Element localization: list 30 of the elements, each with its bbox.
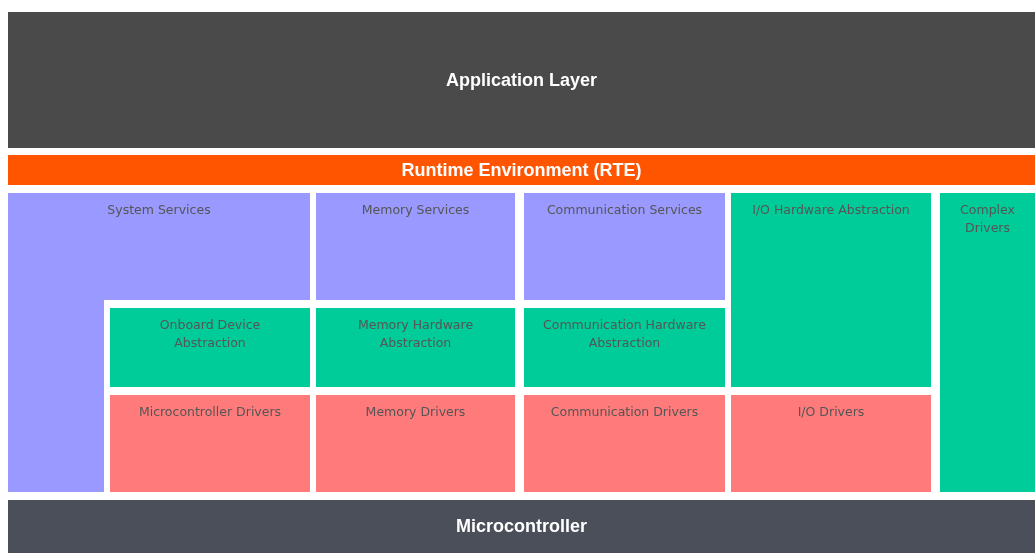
driver-block — [316, 395, 515, 492]
block-label: Onboard Device Abstraction — [158, 316, 262, 352]
driver-block — [110, 395, 310, 492]
abstraction-block — [110, 308, 310, 387]
block-label: Microcontroller Drivers — [138, 403, 282, 421]
block-label: System Services — [106, 201, 212, 219]
layer-band — [8, 500, 1035, 553]
driver-block — [731, 395, 931, 492]
layer-band — [8, 155, 1035, 185]
service-block — [316, 193, 515, 300]
block-label: Memory Hardware Abstraction — [356, 316, 475, 352]
abstraction-block — [316, 308, 515, 387]
layer-title: Runtime Environment (RTE) — [401, 159, 642, 181]
service-block — [8, 193, 310, 492]
block-label: Memory Services — [361, 201, 470, 219]
block-label: Complex Drivers — [959, 201, 1016, 237]
block-label: Memory Drivers — [365, 403, 466, 421]
service-block — [524, 193, 725, 300]
layer-band — [8, 12, 1035, 148]
block-label: Communication Services — [546, 201, 703, 219]
driver-block — [524, 395, 725, 492]
block-label: I/O Hardware Abstraction — [752, 201, 910, 219]
driver-block — [940, 193, 1035, 492]
block-label: I/O Drivers — [797, 403, 865, 421]
layer-title: Microcontroller — [456, 516, 587, 537]
abstraction-block — [524, 308, 725, 387]
layer-title: Application Layer — [446, 69, 597, 91]
block-label: Communication Hardware Abstraction — [542, 316, 707, 352]
block-label: Communication Drivers — [550, 403, 699, 421]
abstraction-block — [731, 193, 931, 387]
